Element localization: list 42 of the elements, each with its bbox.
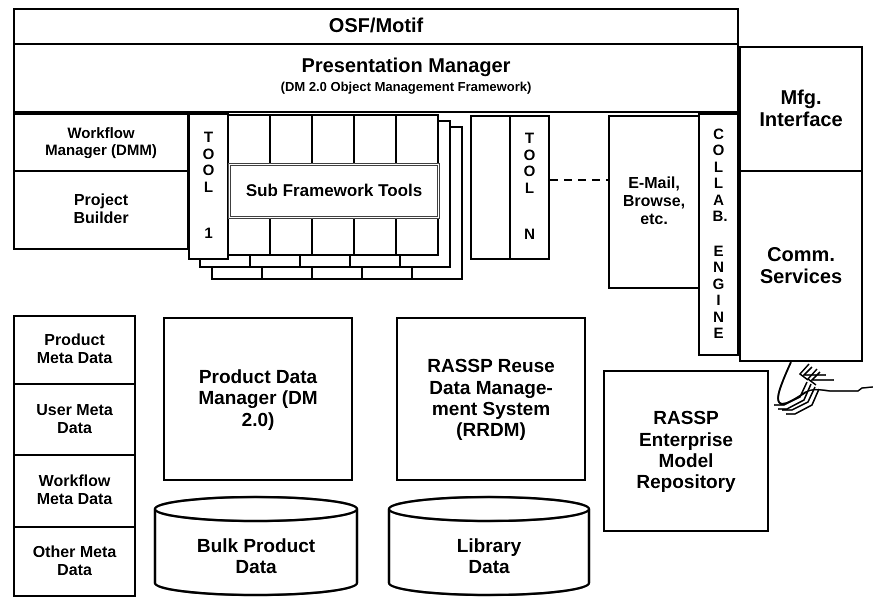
node-label: Project Builder (72, 192, 130, 228)
component-box (739, 170, 863, 362)
vertical-column (509, 115, 550, 260)
component-box (13, 170, 189, 250)
component-box (603, 370, 769, 532)
component-box (163, 317, 353, 481)
component-box (13, 8, 739, 45)
connector-line (550, 179, 608, 181)
vertical-column (188, 113, 229, 260)
vertical-label: COLLAB. (712, 126, 724, 226)
component-box (13, 383, 136, 456)
node-label: Other Meta Data (32, 544, 118, 580)
component-box (13, 113, 189, 172)
vertical-column (698, 113, 739, 356)
vertical-label: N (524, 227, 536, 244)
vertical-label: TOOL (524, 131, 536, 198)
vertical-label: ENGINE (712, 244, 724, 342)
component-box (739, 46, 863, 172)
band-title: Presentation Manager (302, 55, 510, 78)
component-box (13, 315, 136, 385)
node-label: Workflow Meta Data (36, 473, 114, 509)
vertical-label: 1 (203, 226, 214, 243)
component-box (13, 526, 136, 597)
node-label: Product Meta Data (36, 332, 114, 368)
node-label: Product Data Manager (DM 2.0) (197, 367, 319, 431)
node-label: OSF/Motif (328, 15, 424, 38)
component-box (396, 317, 586, 481)
node-label: Workflow Manager (DMM) (44, 126, 158, 160)
subtitle: (DM 2.0 Object Management Framework) (280, 80, 532, 95)
node-label: Sub Framework Tools (246, 181, 422, 201)
component-box (608, 115, 700, 289)
node-label: RASSP Reuse Data Manage- ment System (RRDM) (426, 356, 556, 442)
vertical-label: TOOL (202, 130, 214, 196)
node-label: Mfg. Interface (758, 86, 844, 132)
node-label: RASSP Enterprise Model Repository (635, 408, 737, 494)
node-label: User Meta Data (35, 402, 114, 438)
node-label: Comm. Services (758, 244, 844, 288)
layer-band (13, 45, 739, 113)
component-box (13, 454, 136, 528)
tool-column (470, 115, 511, 260)
component-box (228, 163, 440, 219)
node-label: E-Mail, Browse, etc. (622, 175, 686, 229)
